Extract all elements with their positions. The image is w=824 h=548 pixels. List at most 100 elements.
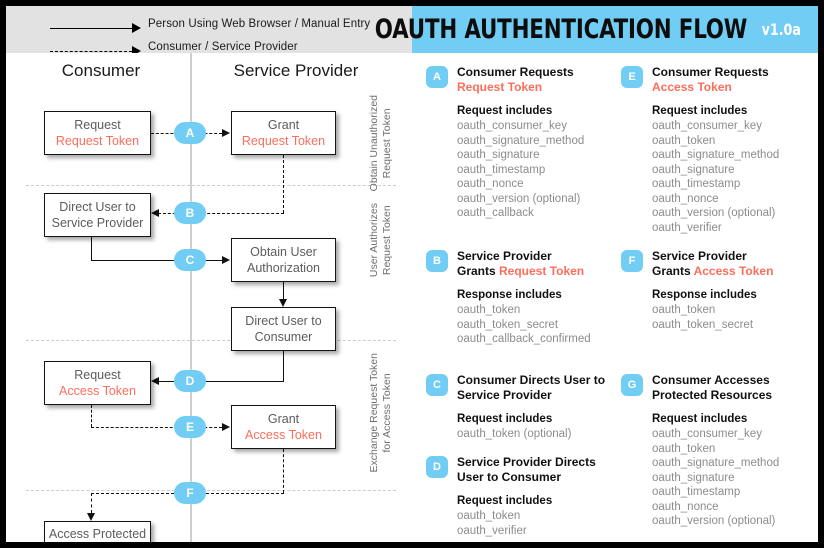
connector-b-vertical — [283, 155, 284, 213]
param-item: oauth_verifier — [457, 524, 527, 537]
detail-step-f-body: Response includes oauth_token oauth_toke… — [652, 288, 817, 332]
detail-step-f: F Service Provider Grants Access Token R… — [621, 249, 817, 332]
connector-d-horizontal — [158, 381, 284, 382]
legend-label-manual: Person Using Web Browser / Manual Entry — [148, 18, 371, 30]
title-token: Request Token — [499, 263, 585, 278]
detail-step-d-body: Request includes oauth_token oauth_verif… — [457, 494, 622, 538]
title-primary: Consumer Requests — [652, 65, 769, 79]
title-primary: Service Provider Directs — [457, 455, 596, 469]
step-badge-b: B — [174, 202, 206, 224]
node-line-1: Grant — [267, 412, 300, 426]
details-panel: A Consumer Requests Request Token Reques… — [412, 53, 818, 542]
phase-label-obtain-unauthorized: Obtain Unauthorized Request Token — [358, 95, 404, 191]
detail-step-c-body: Request includes oauth_token (optional) — [457, 412, 622, 442]
detail-step-e-body: Request includes oauth_consumer_key oaut… — [652, 104, 817, 235]
detail-step-e: E Consumer Requests Access Token Request… — [621, 65, 817, 235]
node-grant-request-token: Grant Request Token — [231, 111, 336, 155]
connector-f-vertical-left — [91, 493, 92, 513]
param-item: oauth_token — [457, 304, 521, 316]
arrow-head-icon — [222, 255, 230, 264]
param-item: oauth_nonce — [652, 500, 719, 513]
step-badge-b: B — [426, 250, 448, 272]
param-item: oauth_signature_method — [652, 149, 780, 161]
param-item: oauth_token (optional) — [457, 428, 572, 440]
step-badge-d: D — [174, 370, 206, 392]
node-direct-user-to-consumer: Direct User to Consumer — [231, 307, 336, 351]
flow-diagram: Consumer Service Provider Obtain Unautho… — [6, 53, 412, 542]
param-item: oauth_verifier — [652, 221, 722, 234]
body-heading: Request includes — [457, 413, 553, 425]
param-item: oauth_consumer_key — [652, 428, 762, 440]
param-item: oauth_signature — [652, 163, 735, 176]
node-line-2: Service Provider — [51, 216, 144, 230]
param-item: oauth_consumer_key — [652, 120, 762, 132]
connector-e-vertical — [91, 405, 92, 427]
title-token: Access Token — [652, 79, 732, 94]
node-line-2: Request Token — [241, 134, 326, 148]
legend-label-automated: Consumer / Service Provider — [148, 41, 298, 53]
solid-line-sample — [50, 28, 132, 29]
arrow-head-icon — [132, 23, 141, 33]
connector-c-horizontal — [91, 260, 222, 261]
param-item: oauth_timestamp — [652, 178, 741, 190]
param-item: oauth_timestamp — [652, 486, 741, 498]
title-primary: Service Provider — [457, 249, 552, 263]
body-heading: Request includes — [652, 105, 748, 117]
step-badge-f: F — [174, 482, 206, 504]
node-line-1: Request — [74, 118, 121, 132]
connector-b-horizontal — [158, 213, 284, 214]
connector-auth-to-direct — [283, 282, 284, 299]
body-heading: Response includes — [652, 289, 757, 301]
param-item: oauth_signature_method — [457, 134, 585, 147]
version-badge: v1.0a — [762, 20, 802, 39]
title-token: Request Token — [457, 79, 543, 94]
param-item: oauth_signature_method — [652, 457, 780, 469]
param-item: oauth_signature — [652, 471, 735, 484]
step-badge-e: E — [621, 66, 643, 88]
connector-f-vertical-right — [283, 449, 284, 493]
body-heading: Request includes — [457, 495, 553, 507]
phase-divider — [26, 490, 396, 491]
detail-step-a: A Consumer Requests Request Token Reques… — [426, 65, 622, 221]
column-header-consumer: Consumer — [61, 61, 141, 80]
param-item: oauth_token — [652, 134, 716, 147]
step-badge-c: C — [426, 374, 448, 396]
title-secondary: Grants — [457, 263, 500, 278]
detail-step-a-title: Consumer Requests Request Token — [457, 65, 622, 94]
detail-step-g-title: Consumer Accesses Protected Resources — [652, 373, 817, 402]
step-badge-d: D — [426, 456, 448, 478]
detail-step-g: G Consumer Accesses Protected Resources … — [621, 373, 817, 529]
phase-label-user-authorizes: User Authorizes Request Token — [358, 203, 404, 333]
detail-step-d-title: Service Provider Directs User to Consume… — [457, 455, 622, 484]
node-line-2: Request Token — [55, 134, 140, 148]
step-badge-f: F — [621, 250, 643, 272]
node-line-1: Direct User to — [245, 314, 322, 328]
param-item: oauth_callback — [457, 207, 534, 219]
param-item: oauth_callback_confirmed — [457, 333, 591, 345]
step-badge-a: A — [174, 122, 206, 144]
detail-step-c-title: Consumer Directs User to Service Provide… — [457, 373, 622, 402]
node-line-2: Access Token — [245, 428, 322, 442]
step-badge-e: E — [174, 416, 206, 438]
detail-step-c: C Consumer Directs User to Service Provi… — [426, 373, 622, 442]
dashed-line-sample — [50, 51, 132, 52]
page-title: OAUTH AUTHENTICATION FLOW — [374, 14, 748, 45]
node-obtain-user-authorization: Obtain User Authorization — [231, 238, 336, 282]
arrow-head-icon — [278, 299, 287, 307]
center-divider-line — [190, 53, 192, 542]
column-header-service-provider: Service Provider — [233, 61, 359, 80]
node-line-2: Authorization — [247, 261, 320, 275]
param-item: oauth_timestamp — [457, 163, 546, 176]
title-secondary: Service Provider — [457, 387, 552, 402]
arrow-head-icon — [151, 208, 159, 217]
node-line-1: Direct User to — [59, 200, 136, 214]
step-badge-g: G — [621, 374, 643, 396]
title-primary: Consumer Directs User to — [457, 373, 606, 387]
title-secondary: Grants — [652, 263, 694, 278]
node-request-request-token: Request Request Token — [44, 111, 151, 155]
param-item: oauth_version (optional) — [457, 192, 581, 205]
title-secondary: Protected Resources — [652, 387, 773, 402]
detail-step-a-body: Request includes oauth_consumer_key oaut… — [457, 104, 622, 221]
phase-divider — [26, 340, 396, 341]
diagram-canvas: Person Using Web Browser / Manual Entry … — [6, 6, 818, 542]
